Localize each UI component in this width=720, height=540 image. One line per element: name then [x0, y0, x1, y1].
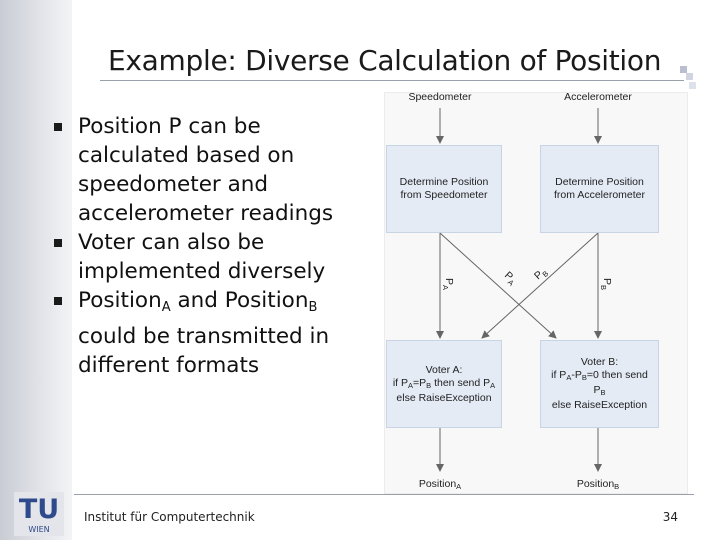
bullet-text: Voter can also be implemented diversely	[78, 230, 326, 284]
footer-divider	[74, 494, 694, 495]
arrow-pb-to-voter-a	[481, 232, 599, 339]
calc-box-text: Determine Position	[555, 176, 644, 188]
voter-a-box: Voter A: if PA=PB then send PA else Rais…	[386, 340, 502, 428]
bullet-marker	[54, 123, 62, 131]
bullet-item: Voter can also be implemented diversely	[46, 228, 346, 286]
page-number: 34	[662, 510, 678, 524]
output-position-b: PositionB	[576, 478, 620, 491]
title-decoration	[680, 66, 687, 73]
bullet-text: PositionA and PositionB could be transmi…	[78, 288, 330, 378]
voter-b-box: Voter B: if PA-PB=0 then send PB else Ra…	[540, 340, 659, 428]
edge-label-pb-right: PB	[599, 278, 613, 290]
edge-label-pa-cross: PA	[501, 269, 519, 287]
title-underline	[100, 80, 684, 81]
edge-label-pb-cross: PB	[532, 265, 550, 283]
calc-box-accelerometer: Determine Position from Accelerometer	[540, 145, 659, 233]
bullet-list: Position P can be calculated based on sp…	[46, 112, 346, 380]
voter-b-else: else RaiseException	[551, 399, 648, 411]
voter-b-send: PB	[593, 384, 606, 397]
title-decoration	[686, 73, 693, 80]
footer-institute: Institut für Computertechnik	[84, 510, 255, 524]
slide-title: Example: Diverse Calculation of Position	[108, 44, 662, 77]
svg-text:TU: TU	[19, 494, 59, 525]
svg-text:WIEN: WIEN	[28, 525, 49, 534]
voter-a-title: Voter A:	[425, 363, 463, 376]
speedometer-label: Speedometer	[408, 91, 472, 103]
calc-box-text: from Speedometer	[400, 189, 488, 201]
left-sidebar-band	[0, 0, 72, 540]
edge-label-pa-left: PA	[441, 278, 455, 290]
bullet-marker	[54, 239, 62, 247]
diagram-arrows: PA PB PA PB	[436, 108, 613, 472]
diverse-position-diagram: PA PB PA PB Speedometer Accelerometer De…	[380, 88, 692, 498]
bullet-item: PositionA and PositionB could be transmi…	[46, 286, 346, 380]
title-decoration	[689, 82, 696, 89]
voter-b-title: Voter B:	[580, 356, 619, 368]
voter-b-condition: if PA-PB=0 then send	[551, 369, 648, 382]
calc-box-text: Determine Position	[399, 176, 489, 188]
accelerometer-label: Accelerometer	[564, 91, 632, 103]
tu-wien-logo-icon: TU WIEN	[14, 492, 64, 536]
bullet-item: Position P can be calculated based on sp…	[46, 112, 346, 228]
calc-box-text: from Accelerometer	[553, 189, 646, 201]
calc-box-speedometer: Determine Position from Speedometer	[386, 145, 502, 233]
voter-a-condition: if PA=PB then send PA	[392, 376, 496, 390]
output-position-a: PositionA	[418, 478, 462, 491]
arrow-pa-to-voter-b	[439, 232, 557, 339]
bullet-marker	[54, 297, 62, 305]
voter-a-else: else RaiseException	[396, 391, 492, 404]
bullet-text: Position P can be calculated based on sp…	[78, 114, 334, 226]
